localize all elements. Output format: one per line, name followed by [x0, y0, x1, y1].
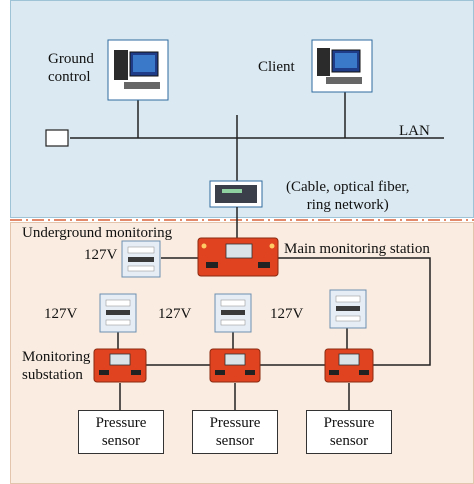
lan-terminal — [45, 129, 69, 147]
power-supply-icon — [121, 240, 161, 278]
power-supply-icon — [99, 293, 137, 333]
lan-label: LAN — [399, 123, 430, 139]
monitoring-substation-label: Monitoring substation — [22, 349, 91, 383]
underground-monitoring-label: Underground monitoring — [22, 225, 173, 241]
ground-control-label: Ground control — [48, 51, 94, 85]
substation-icon — [209, 348, 261, 383]
client-label: Client — [258, 59, 295, 75]
network-note-label: (Cable, optical fiber, ring network) — [286, 179, 410, 213]
power-supply-icon — [329, 289, 367, 329]
pressure-sensor-box: Pressure sensor — [78, 410, 164, 454]
pressure-sensor-box: Pressure sensor — [192, 410, 278, 454]
station-icon — [197, 237, 279, 277]
voltage-label: 127V — [84, 247, 118, 263]
switch-icon — [209, 180, 263, 208]
computer-icon — [311, 39, 373, 93]
voltage-label: 127V — [44, 306, 78, 322]
substation-icon — [324, 348, 374, 383]
main-to-ring — [278, 257, 431, 366]
pressure-sensor-box: Pressure sensor — [306, 410, 392, 454]
voltage-label: 127V — [158, 306, 192, 322]
power-supply-icon — [214, 293, 252, 333]
main-station-label: Main monitoring station — [284, 241, 430, 257]
computer-icon — [107, 39, 169, 101]
voltage-label: 127V — [270, 306, 304, 322]
substation-icon — [93, 348, 147, 383]
